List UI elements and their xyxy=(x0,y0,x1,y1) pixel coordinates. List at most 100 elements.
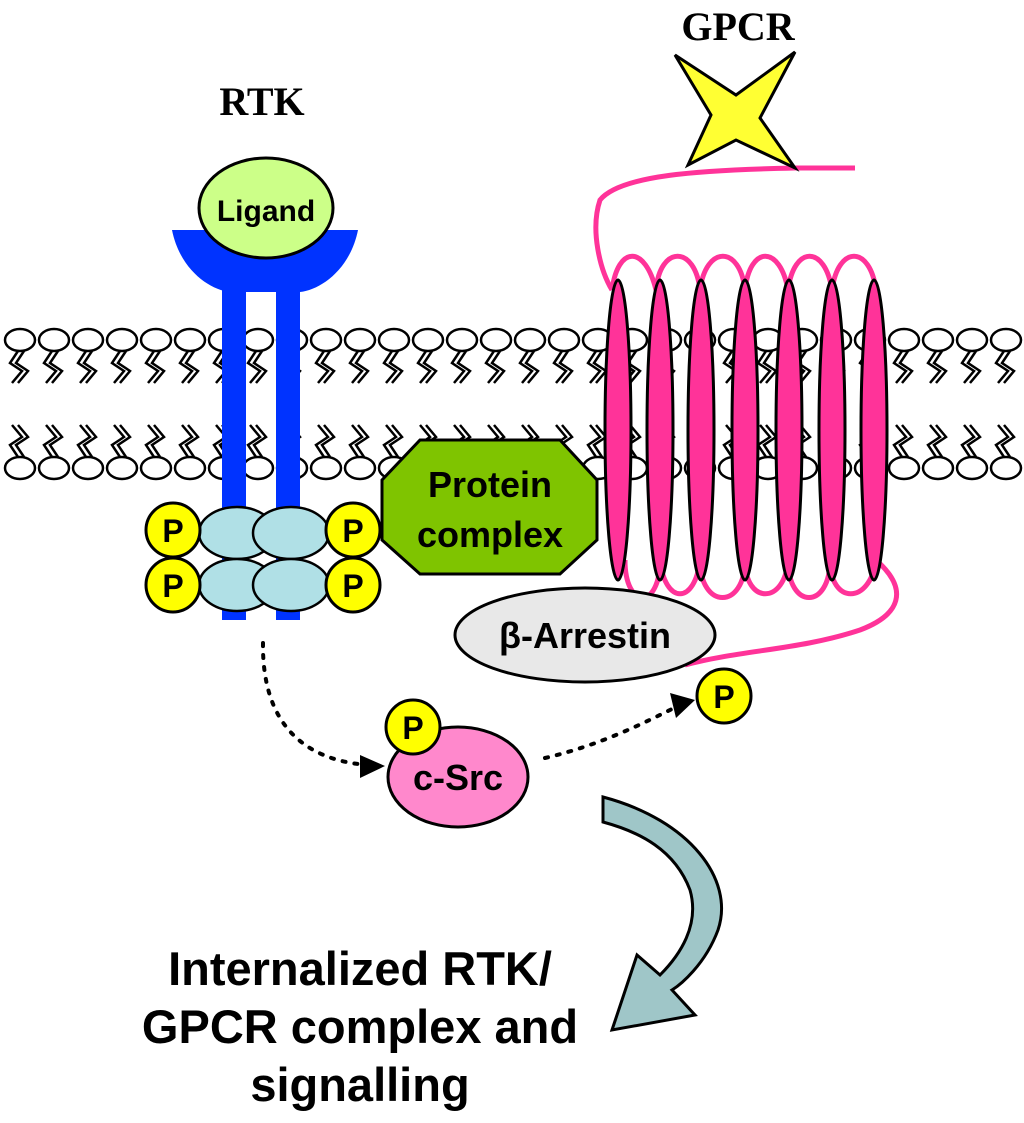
lipid-tail xyxy=(586,424,608,458)
lipid-tail xyxy=(8,350,30,384)
lipid-tail xyxy=(518,350,540,384)
beta-arrestin xyxy=(453,586,717,684)
dotted-arrow-csrc-to-gpcr xyxy=(543,703,682,760)
kinase-domain xyxy=(251,557,331,613)
lipid-head xyxy=(547,327,581,353)
internalization-caption: Internalized RTK/ GPCR complex and signa… xyxy=(80,940,640,1114)
phosphate-label: P xyxy=(713,679,734,715)
lipid-head xyxy=(139,327,173,353)
lipid-tail xyxy=(552,350,574,384)
gpcr-helix-7 xyxy=(859,278,889,582)
lipid-tail xyxy=(348,424,370,458)
gpcr-label: GPCR xyxy=(681,4,795,49)
lipid-head xyxy=(309,327,343,353)
lipid-head xyxy=(887,327,921,353)
lipid-tail xyxy=(348,350,370,384)
lipid-tail xyxy=(382,424,404,458)
caption-line-3: signalling xyxy=(250,1058,470,1111)
lipid-head xyxy=(173,327,207,353)
lipid-head xyxy=(989,455,1023,481)
lipid-tail xyxy=(178,424,200,458)
lipid-tail xyxy=(926,424,948,458)
rtk-label: RTK xyxy=(219,79,304,124)
lipid-tail xyxy=(314,424,336,458)
gpcr-helix-2 xyxy=(645,278,675,582)
caption-line-2: GPCR complex and xyxy=(141,1000,579,1053)
phosphate-label: P xyxy=(162,568,183,604)
lipid-tail xyxy=(960,424,982,458)
dotted-arrow-rtk-to-csrc xyxy=(260,641,370,767)
lipid-tail xyxy=(8,424,30,458)
lipid-tail xyxy=(178,350,200,384)
lipid-head xyxy=(105,327,139,353)
lipid-head xyxy=(377,327,411,353)
c-src-label: c-Src xyxy=(413,757,503,798)
lipid-head xyxy=(445,327,479,353)
lipid-tail xyxy=(42,350,64,384)
lipid-head xyxy=(105,455,139,481)
phosphate-circle xyxy=(384,698,442,756)
arrowhead-icon xyxy=(360,755,385,778)
protein-complex-label-line2: complex xyxy=(417,514,563,555)
lipid-tail xyxy=(246,424,268,458)
gpcr-ligand-star-icon xyxy=(673,50,800,172)
lipid-tail xyxy=(892,350,914,384)
lipid-tail xyxy=(960,350,982,384)
lipid-head xyxy=(513,327,547,353)
lipid-tail xyxy=(450,350,472,384)
lipid-tail xyxy=(586,350,608,384)
lipid-head xyxy=(241,327,275,353)
lipid-tail xyxy=(416,350,438,384)
gpcr-helix-4 xyxy=(730,278,760,582)
lipid-tail xyxy=(926,350,948,384)
lipid-tail xyxy=(246,350,268,384)
dotted-arrows xyxy=(260,641,682,767)
lipid-head xyxy=(139,455,173,481)
phosphate-circle xyxy=(324,556,382,614)
lipid-tail xyxy=(110,424,132,458)
phosphate-label: P xyxy=(342,568,363,604)
lipid-head xyxy=(955,455,989,481)
lipid-tail xyxy=(382,350,404,384)
lipid-head xyxy=(921,327,955,353)
phosphate-label: P xyxy=(162,513,183,549)
lipid-head xyxy=(37,455,71,481)
lipid-tail xyxy=(484,350,506,384)
gpcr-helix-6 xyxy=(817,278,847,582)
lipid-tail xyxy=(756,350,778,384)
lipid-tail xyxy=(144,350,166,384)
caption-line-1: Internalized RTK/ xyxy=(168,942,552,995)
lipid-head xyxy=(411,327,445,353)
arrowhead-icon xyxy=(670,693,695,718)
phosphate-circle xyxy=(144,556,202,614)
gpcr-helix-1 xyxy=(603,278,633,582)
lipid-head xyxy=(343,327,377,353)
gpcr-helix-5 xyxy=(774,278,804,582)
lipid-tail xyxy=(144,424,166,458)
lipid-tail xyxy=(314,350,336,384)
lipid-head xyxy=(173,455,207,481)
rtk-ligand xyxy=(197,156,335,260)
lipid-tail xyxy=(756,424,778,458)
lipid-head xyxy=(37,327,71,353)
ligand-label: Ligand xyxy=(217,195,315,228)
protein-complex xyxy=(380,438,599,576)
lipid-head xyxy=(887,455,921,481)
lipid-tail xyxy=(892,424,914,458)
rtk-receptor xyxy=(172,230,358,620)
curved-arrow-icon xyxy=(601,795,724,1032)
lipid-head xyxy=(989,327,1023,353)
lipid-head xyxy=(3,455,37,481)
lipid-tail xyxy=(110,350,132,384)
protein-complex-label-line1: Protein xyxy=(428,464,552,505)
gpcr-helices xyxy=(603,278,889,582)
gpcr-helix-3 xyxy=(686,278,716,582)
rtk-kinase-domains xyxy=(197,505,331,613)
beta-arrestin-label: β-Arrestin xyxy=(499,615,671,656)
lipid-head xyxy=(479,327,513,353)
lipid-head xyxy=(955,327,989,353)
phosphate-label: P xyxy=(402,710,423,746)
lipid-head xyxy=(921,455,955,481)
